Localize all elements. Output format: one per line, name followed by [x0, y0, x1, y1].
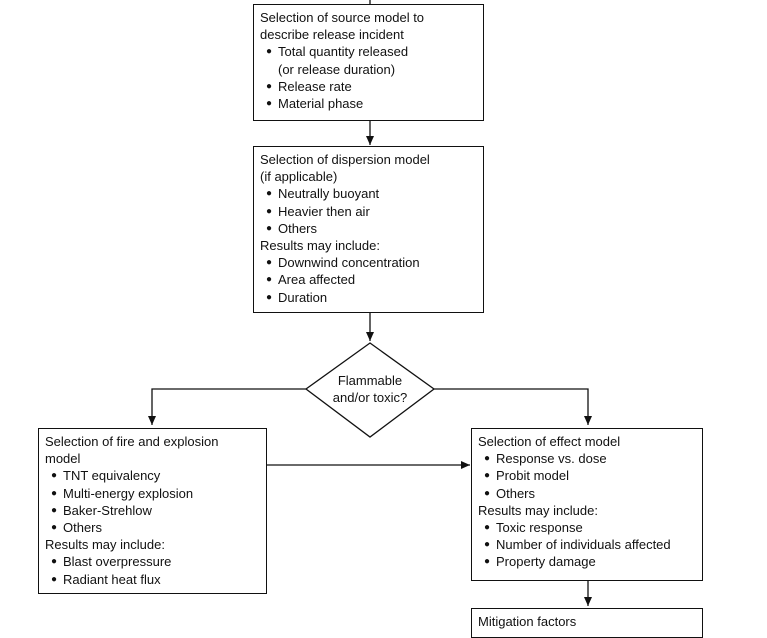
list-item: ●Others — [260, 220, 477, 237]
list-item: ●Neutrally buoyant — [260, 185, 477, 202]
list-item: ●Heavier then air — [260, 203, 477, 220]
mitigation-factors-box: Mitigation factors — [471, 608, 703, 638]
list-item-continuation: (or release duration) — [278, 61, 396, 77]
dispersion-model-box: Selection of dispersion model (if applic… — [253, 146, 484, 313]
bullet-icon: ● — [265, 188, 273, 200]
arrow-decision-to-fire — [148, 388, 306, 425]
bullet-icon: ● — [483, 470, 491, 482]
bullet-icon: ● — [265, 98, 273, 110]
list-item: ●Downwind concentration — [260, 254, 477, 271]
fire-title-line: model — [45, 451, 81, 467]
source-title-line: describe release incident — [260, 27, 404, 43]
results-label: Results may include: — [260, 238, 380, 254]
fire-title-line: Selection of fire and explosion — [45, 434, 219, 449]
list-item: ●Others — [478, 485, 696, 502]
list-item: ●Blast overpressure — [45, 553, 260, 570]
source-model-box: Selection of source model to describe re… — [253, 4, 484, 121]
bullet-icon: ● — [50, 522, 58, 534]
list-item: ●Multi-energy explosion — [45, 485, 260, 502]
bullet-icon: ● — [265, 205, 273, 217]
bullet-icon: ● — [265, 80, 273, 92]
bullet-icon: ● — [50, 573, 58, 585]
effect-title-line: Selection of effect model — [478, 434, 621, 449]
list-item: ●Toxic response — [478, 519, 696, 536]
decision-line: Flammable — [337, 373, 403, 388]
bullet-icon: ● — [265, 257, 273, 269]
bullet-icon: ● — [50, 504, 58, 516]
effect-model-box: Selection of effect model ●Response vs. … — [471, 428, 703, 581]
list-item: ●Number of individuals affected — [478, 536, 696, 553]
bullet-icon: ● — [50, 470, 58, 482]
bullet-icon: ● — [265, 46, 273, 58]
decision-diamond — [304, 342, 436, 438]
list-item: ● Total quantity released — [260, 43, 477, 60]
results-label: Results may include: — [478, 502, 598, 518]
mitigation-title: Mitigation factors — [478, 614, 577, 629]
bullet-icon: ● — [483, 522, 491, 534]
list-item: ●Others — [45, 519, 260, 536]
dispersion-title-line: Selection of dispersion model — [260, 152, 430, 167]
bullet-icon: ● — [50, 487, 58, 499]
list-item: ● Release rate — [260, 78, 477, 95]
fire-explosion-model-box: Selection of fire and explosion model ●T… — [38, 428, 267, 594]
bullet-icon: ● — [483, 556, 491, 568]
bullet-icon: ● — [265, 274, 273, 286]
bullet-icon: ● — [483, 487, 491, 499]
list-item: ●Property damage — [478, 553, 696, 570]
arrow-decision-to-effect — [434, 388, 592, 425]
decision-label: Flammable and/or toxic? — [306, 372, 434, 406]
list-item: ● Material phase — [260, 95, 477, 112]
list-item: ●Baker-Strehlow — [45, 502, 260, 519]
list-item: ●Radiant heat flux — [45, 571, 260, 588]
list-item: ●Duration — [260, 289, 477, 306]
list-item: ●Probit model — [478, 467, 696, 484]
bullet-icon: ● — [50, 556, 58, 568]
source-title-line: Selection of source model to — [260, 10, 425, 25]
bullet-icon: ● — [265, 222, 273, 234]
decision-line: and/or toxic? — [332, 390, 408, 405]
list-item: ●Area affected — [260, 271, 477, 288]
bullet-icon: ● — [265, 291, 273, 303]
dispersion-title-line: (if applicable) — [260, 169, 338, 185]
bullet-icon: ● — [483, 539, 491, 551]
results-label: Results may include: — [45, 537, 165, 553]
list-item: ●TNT equivalency — [45, 467, 260, 484]
list-item: ●Response vs. dose — [478, 450, 696, 467]
bullet-icon: ● — [483, 453, 491, 465]
